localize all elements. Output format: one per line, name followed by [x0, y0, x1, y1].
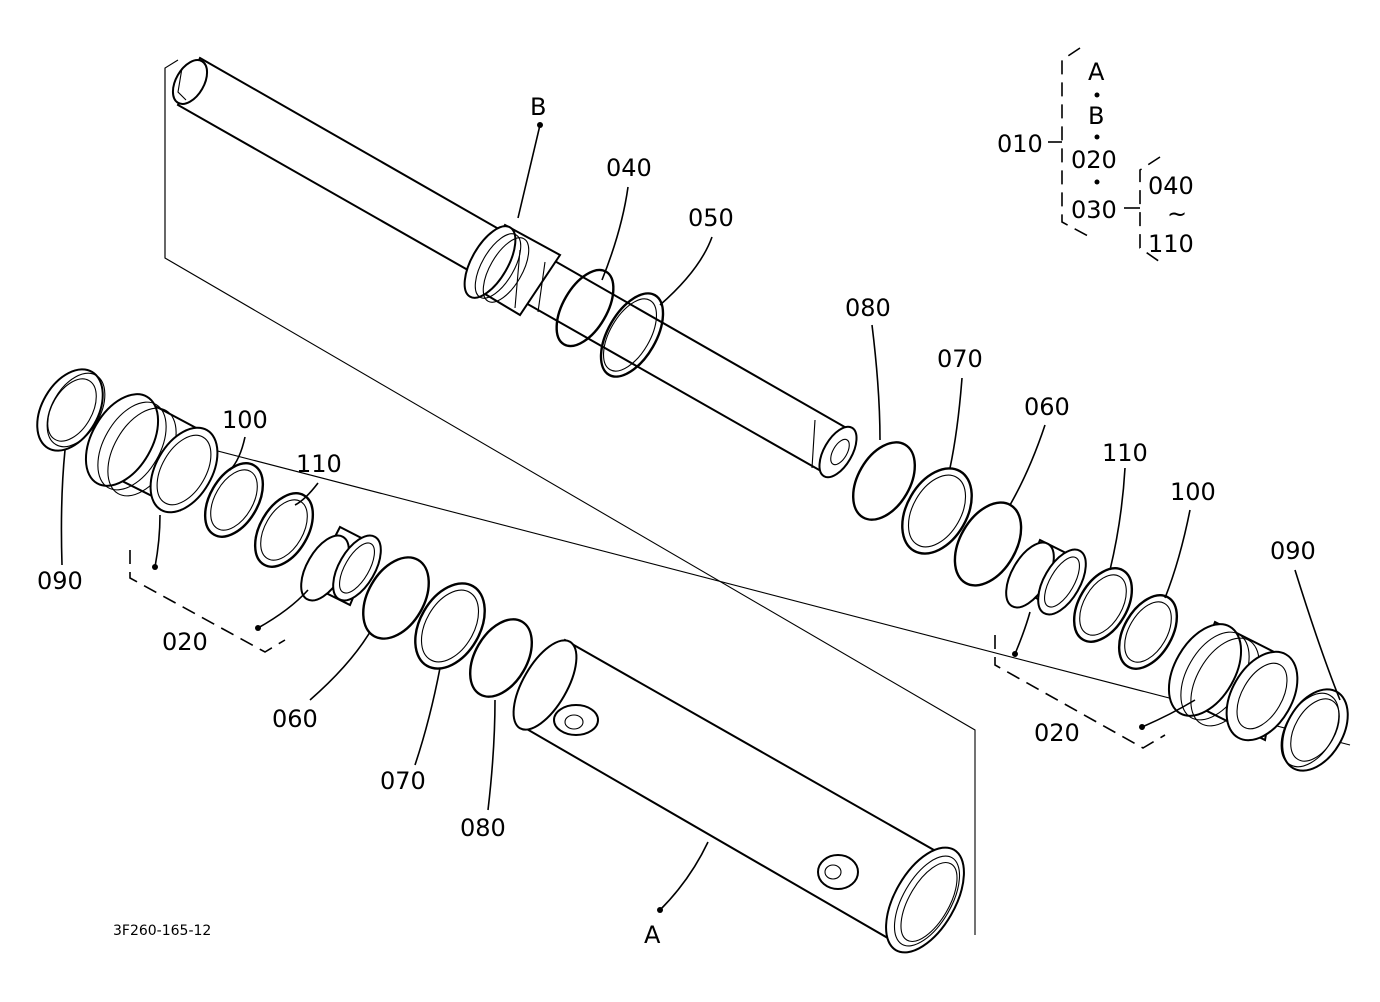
callout-a: A — [644, 921, 661, 949]
callout-110-right: 110 — [1102, 439, 1148, 467]
ring-050 — [599, 292, 665, 378]
callout-070-left: 070 — [380, 767, 426, 795]
legend-block — [1048, 47, 1161, 263]
callout-020-right: 020 — [1034, 719, 1080, 747]
callout-090-left: 090 — [37, 567, 83, 595]
callout-040: 040 — [606, 154, 652, 182]
legend-label-020: 020 — [1071, 146, 1117, 174]
leader-lines — [60, 122, 1341, 913]
callout-060-right: 060 — [1024, 393, 1070, 421]
legend-range-end: 110 — [1148, 230, 1194, 258]
legend-range-sep: ~ — [1167, 200, 1187, 228]
ring-110-right — [1072, 567, 1134, 643]
group-020-right-bracket — [994, 635, 1166, 749]
callout-080-left: 080 — [460, 814, 506, 842]
wiper-left — [36, 368, 106, 452]
group-020-left-bracket — [129, 550, 286, 653]
assembly-frame — [164, 59, 976, 935]
legend-label-a: A — [1088, 58, 1105, 86]
ring-100-left — [203, 462, 265, 538]
callout-100-left: 100 — [222, 406, 268, 434]
cylinder-tube — [512, 638, 965, 954]
ring-070-right — [901, 467, 973, 555]
callout-060-left: 060 — [272, 705, 318, 733]
gland-right — [1167, 620, 1299, 742]
ring-080-right — [852, 441, 916, 521]
bushing-right — [1005, 538, 1087, 616]
callout-090-right: 090 — [1270, 537, 1316, 565]
callout-050: 050 — [688, 204, 734, 232]
bushing-left — [300, 525, 382, 607]
gland-left — [84, 393, 219, 514]
ring-100-right — [1117, 594, 1179, 670]
axis-line — [59, 409, 1351, 746]
legend-label-b: B — [1088, 102, 1104, 130]
ring-110-left — [253, 492, 315, 568]
callout-020-left: 020 — [162, 628, 208, 656]
ring-060-left — [362, 556, 430, 640]
diagram-code: 3F260-165-12 — [113, 923, 211, 939]
legend-label-010: 010 — [997, 130, 1043, 158]
legend-label-030: 030 — [1071, 196, 1117, 224]
piston-rod — [171, 56, 858, 479]
ring-070-left — [414, 582, 486, 670]
callout-070-right: 070 — [937, 345, 983, 373]
callout-080-right: 080 — [845, 294, 891, 322]
callout-100-right: 100 — [1170, 478, 1216, 506]
legend-range-start: 040 — [1148, 172, 1194, 200]
callout-110-left: 110 — [296, 450, 342, 478]
callout-b: B — [530, 93, 546, 121]
ring-080-left — [469, 618, 533, 698]
